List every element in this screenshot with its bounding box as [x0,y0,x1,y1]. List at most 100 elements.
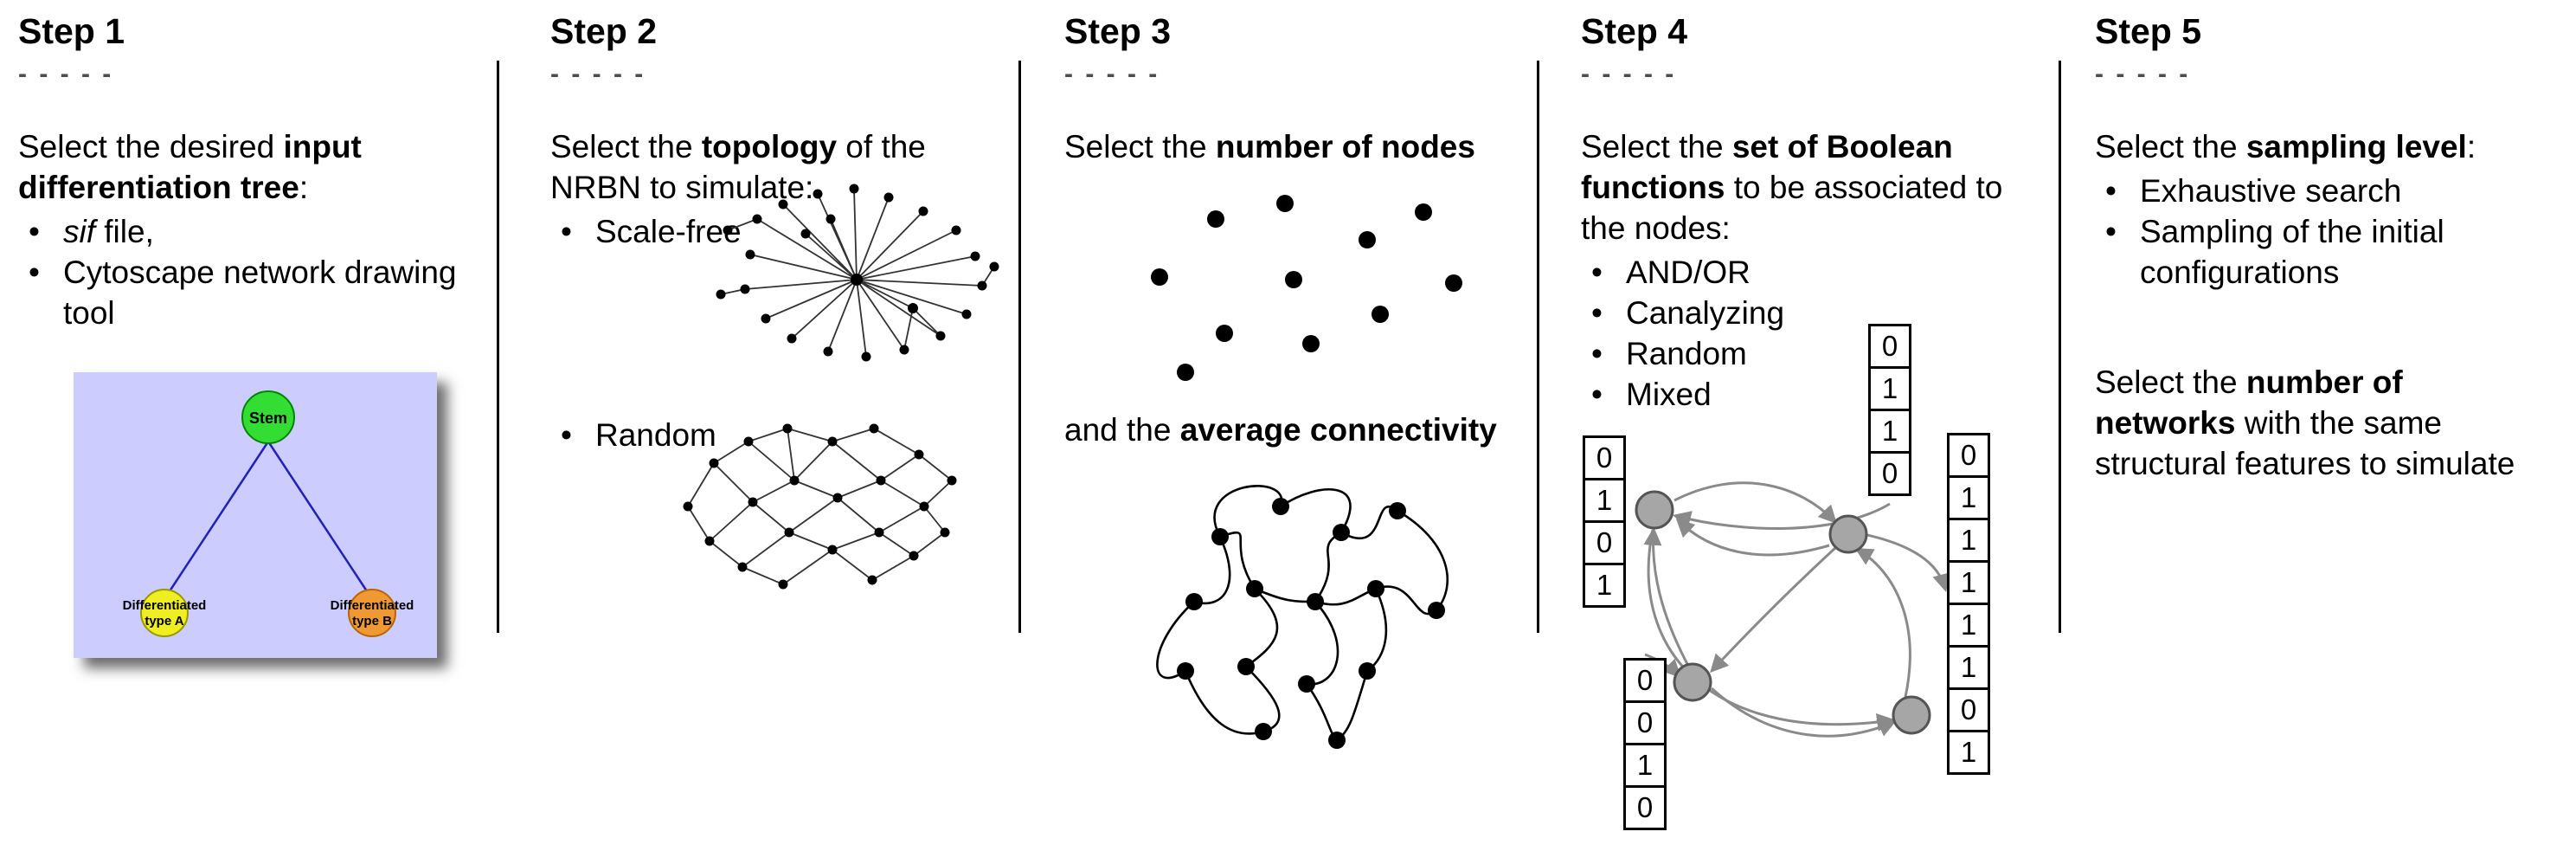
truth-table-cell: 1 [1623,743,1667,788]
step-intro: Select the desired input differentiation… [18,127,492,209]
column-divider [1018,61,1021,633]
step-title: Step 3 [1064,11,1172,51]
intro-text: Select the [2095,129,2246,165]
step-title: Step 4 [1581,11,1688,51]
intro-text: Select the [1064,129,1216,165]
boolean-node [1892,695,1931,735]
second-text: with the same structural features to sim… [2095,405,2515,481]
network-nodes [683,423,957,590]
scale-free-network-figure [716,184,999,362]
truth-table-cell: 1 [1583,563,1626,608]
bullet-marker: • [1591,295,1603,332]
differentiation-tree-figure: Stem Differentiated type A Differentiate… [74,372,437,658]
bullet-marker: • [1591,336,1603,372]
network-edges [720,188,995,358]
step-5-column: Step 5 - - - - - Select the sampling lev… [2095,11,2566,485]
connectivity-network-figure [1156,485,1449,749]
step-title: Step 2 [550,11,658,51]
column-divider [497,61,499,633]
truth-table-left: 0 1 0 1 [1583,435,1626,608]
stem-label: Stem [249,409,287,427]
bullet-text: AND/OR [1626,255,1751,291]
column-divider [2059,61,2061,633]
bullet-text: Canalyzing [1626,295,1785,332]
step-second-text: Select the number of networks with the s… [2095,363,2534,485]
bullet-list: • sif file, • Cytoscape network drawing … [18,212,492,334]
step-4-column: Step 4 - - - - - Select the set of Boole… [1581,11,2050,416]
step-title: Step 1 [18,11,125,51]
dashed-separator: - - - - - [18,60,114,89]
truth-table-cell: 1 [1947,475,1990,520]
truth-table-right: 0 1 1 1 1 1 0 1 [1947,433,1990,775]
bullet-item: • Exhaustive search [2095,171,2566,212]
intro-bold: topology [701,129,838,165]
bullet-text: Random [595,417,716,454]
tangle-edges [1156,485,1449,742]
type-b-node [348,589,396,637]
bullet-list: • Exhaustive search • Sampling of the in… [2095,171,2566,293]
bullet-text: Cytoscape network drawing tool [63,255,457,332]
mid-bold: average connectivity [1179,412,1497,448]
intro-bold: number of nodes [1215,129,1475,165]
stem-node [241,390,295,444]
truth-table-bottom-left: 0 0 1 0 [1623,658,1667,830]
tangle-nodes [1177,498,1445,749]
truth-table-cell: 1 [1947,645,1990,690]
truth-table-cell: 0 [1623,785,1667,830]
step-title: Step 5 [2095,11,2202,51]
truth-table-cell: 0 [1947,687,1990,732]
truth-table-top: 0 1 1 0 [1868,324,1911,496]
tree-edge [267,441,374,600]
bullet-text: sif file, [63,212,492,253]
step-intro: Select the number of nodes [1064,127,1532,168]
random-network-figure [683,423,957,590]
intro-text: of the NRBN to simulate: [550,129,926,206]
bullet-item: • Scale-free [550,212,1011,253]
type-a-label-line1: Differentiated [123,598,207,613]
node-dots [1151,195,1462,381]
boolean-network-figure [1635,481,1950,738]
step-mid-text: and the average connectivity [1064,410,1532,451]
intro-bold: sampling level [2245,129,2467,165]
bullet-item: • AND/OR [1581,253,2050,293]
nodes-dots-figure [1151,195,1462,381]
bullet-item: • Mixed [1581,375,2050,416]
bullet-list: • AND/OR • Canalyzing • Random • Mixed [1581,253,2050,416]
truth-table-cell: 1 [1868,366,1911,411]
second-text: Select the [2095,364,2246,401]
boolean-nodes [1635,490,1931,735]
second-bold: number of networks [2095,364,2403,442]
intro-text: : [2466,129,2476,165]
step-intro: Select the sampling level: [2095,127,2566,168]
bullet-italic: sif [63,214,95,250]
step-intro: Select the set of Boolean functions to b… [1581,127,2050,249]
boolean-node [1828,514,1868,554]
intro-text: Select the desired [18,129,284,165]
truth-table-cell: 1 [1947,603,1990,648]
boolean-node [1673,662,1712,702]
bullet-marker: • [561,417,572,454]
bullet-text: Random [1626,336,1747,372]
step-intro: Select the topology of the NRBN to simul… [550,127,1011,209]
truth-table-cell: 0 [1868,324,1911,369]
bullet-marker: • [29,214,40,250]
bullet-marker: • [1591,377,1603,412]
bullet-marker: • [561,214,572,250]
intro-text: : [299,170,309,206]
bullet-item: • Random [1581,334,2050,375]
type-a-node [140,589,189,637]
intro-text: Select the [1581,129,1732,165]
step-3-column: Step 3 - - - - - Select the number of no… [1064,11,1532,451]
truth-table-cell: 1 [1947,730,1990,775]
truth-table-cell: 0 [1583,520,1626,565]
truth-table-cell: 0 [1947,433,1990,478]
type-a-label-line2: type A [145,614,183,629]
network-edges [687,428,953,585]
bullet-text: Mixed [1626,377,1712,412]
bullet-marker: • [1591,255,1603,291]
bullet-text: Sampling of the initial configurations [2140,214,2444,291]
network-nodes [716,184,999,362]
mid-text: and the [1064,412,1180,448]
type-b-label-line2: type B [352,614,392,629]
